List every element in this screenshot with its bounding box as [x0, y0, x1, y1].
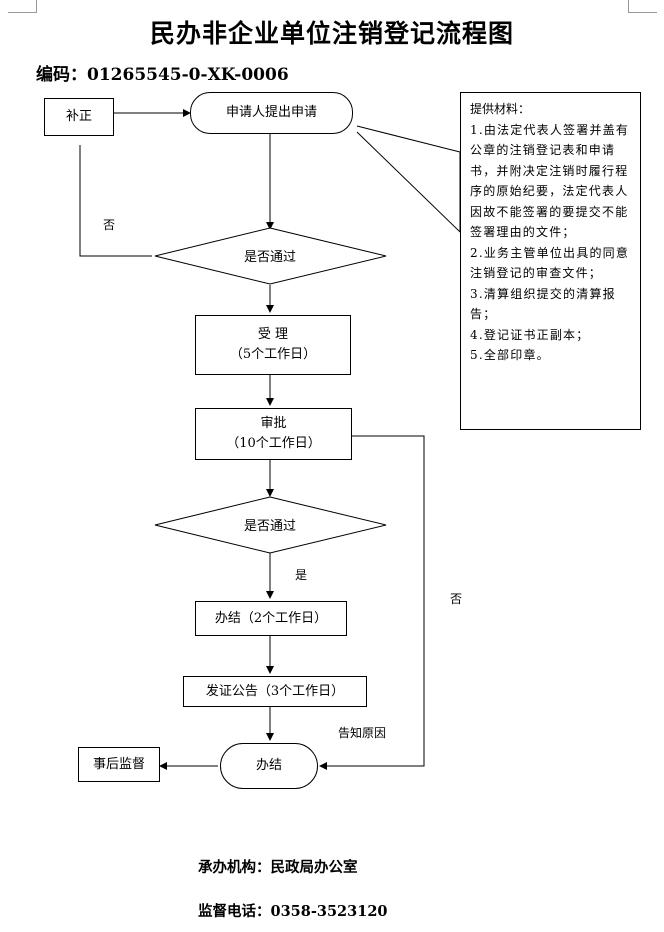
page-corner-mark-right	[628, 0, 657, 13]
final-node: 办结	[220, 743, 318, 789]
materials-item: 4.登记证书正副本；	[470, 327, 590, 342]
arrow-review-no-to-final	[319, 435, 425, 770]
materials-item: 5.全部印章。	[470, 348, 550, 362]
final-label: 办结	[255, 758, 282, 773]
complete-box: 办结（2个工作日）	[195, 601, 347, 636]
buzheng-label: 补正	[65, 109, 92, 124]
no-label-right: 否	[450, 592, 463, 606]
agency-text: 承办机构：民政局办公室	[198, 859, 358, 876]
supervision-label: 事后监督	[92, 756, 145, 772]
accept-title: 受 理	[257, 327, 289, 342]
decision2-diamond	[154, 496, 387, 554]
materials-callout	[356, 125, 461, 234]
code-label: 编码：	[36, 65, 87, 85]
review-box: 审批 （10个工作日）	[195, 408, 352, 460]
certificate-label: 发证公告（3个工作日）	[205, 683, 345, 699]
review-title: 审批	[260, 416, 287, 431]
no-label-left: 否	[103, 218, 116, 232]
materials-item: 3.清算组织提交的清算报告；	[470, 286, 616, 322]
complete-label: 办结（2个工作日）	[214, 610, 328, 626]
document-code: 编码：01265545-0-XK-0006	[36, 60, 289, 85]
certificate-box: 发证公告（3个工作日）	[183, 676, 367, 707]
decision1-label: 是否通过	[243, 250, 296, 265]
inform-reason-label: 告知原因	[338, 726, 387, 740]
apply-label: 申请人提出申请	[225, 105, 317, 120]
code-value: 01265545-0-XK-0006	[87, 65, 289, 85]
supervision-box: 事后监督	[78, 747, 160, 782]
apply-node: 申请人提出申请	[190, 92, 353, 134]
materials-box: 提供材料： 1.由法定代表人签署并盖有公章的注销登记表和申请书，并附决定注销时履…	[460, 92, 641, 430]
phone-text: 监督电话：0358-3523120	[198, 903, 388, 920]
materials-heading: 提供材料：	[470, 102, 531, 116]
accept-box: 受 理 （5个工作日）	[195, 315, 351, 375]
materials-item: 1.由法定代表人签署并盖有公章的注销登记表和申请书，并附决定注销时履行程序的原始…	[470, 122, 630, 240]
yes-label: 是	[295, 568, 308, 582]
page-title: 民办非企业单位注销登记流程图	[149, 19, 514, 48]
review-days: （10个工作日）	[226, 436, 321, 451]
buzheng-box: 补正	[44, 98, 114, 136]
page-corner-mark-left	[8, 0, 37, 13]
decision2-label: 是否通过	[243, 519, 296, 534]
arrow-decision1-no-to-buzheng	[79, 145, 152, 257]
decision1-diamond	[154, 227, 387, 285]
accept-days: （5个工作日）	[229, 347, 317, 362]
materials-item: 2.业务主管单位出具的同意注销登记的审查文件；	[470, 245, 630, 281]
